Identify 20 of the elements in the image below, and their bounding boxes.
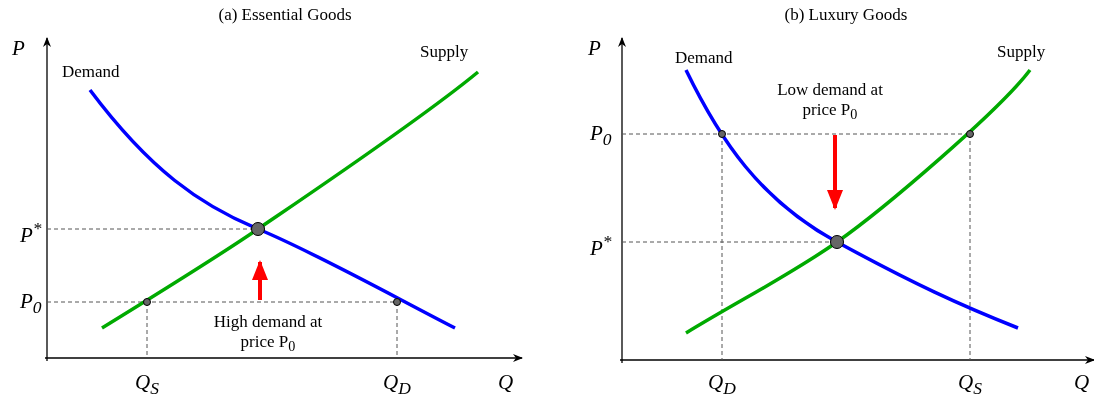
tick-label: P$^{*}$ — [20, 218, 42, 245]
panel-title: (a) Essential Goods — [218, 5, 352, 25]
annotation: High demand at price P$_{0}$ — [212, 312, 324, 357]
axis-label: Q — [1074, 372, 1090, 392]
tick-label: P$^{*}$ — [590, 231, 612, 258]
tick-label: P$_{0}$ — [20, 291, 42, 318]
tick-label: P$_{0}$ — [590, 123, 612, 150]
tick-label: Q$_{S}$ — [958, 372, 982, 399]
tick-label: Q$_{S}$ — [135, 372, 159, 399]
curve-label: Supply — [420, 42, 469, 62]
annotation: Low demand at price P$_{0}$ — [776, 80, 884, 125]
tick-label: Q$_{D}$ — [383, 372, 411, 399]
axis-label: Q — [498, 372, 514, 392]
axis-label: P — [588, 38, 601, 58]
curve-label: Supply — [997, 42, 1046, 62]
curve-label: Demand — [675, 48, 733, 68]
tick-label: Q$_{D}$ — [708, 372, 736, 399]
panel-title: (b) Luxury Goods — [784, 5, 908, 25]
curve-label: Demand — [62, 62, 120, 82]
axis-label: P — [12, 38, 25, 58]
